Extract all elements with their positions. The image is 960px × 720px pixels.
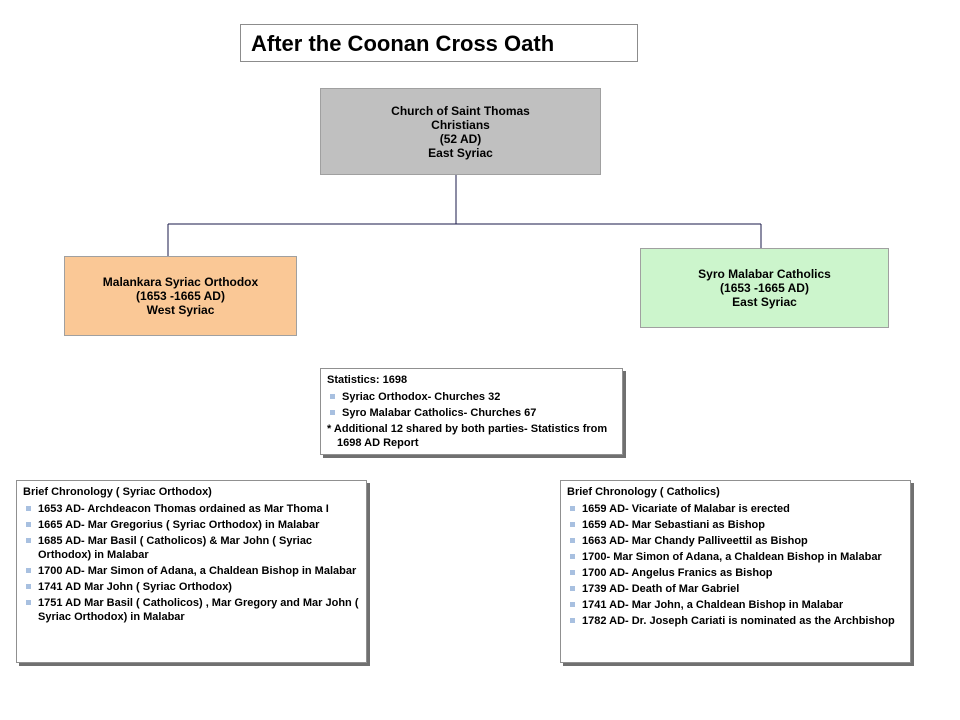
- node-syro-malabar-catholics: Syro Malabar Catholics (1653 -1665 AD) E…: [640, 248, 889, 328]
- chronology-catholics-panel: Brief Chronology ( Catholics) 1659 AD- V…: [560, 480, 911, 663]
- list-item: 1700- Mar Simon of Adana, a Chaldean Bis…: [567, 550, 904, 564]
- root-line: Church of Saint Thomas: [391, 103, 530, 118]
- left-node-line: Malankara Syriac Orthodox: [102, 275, 259, 289]
- list-item: 1739 AD- Death of Mar Gabriel: [567, 582, 904, 596]
- list-item: 1685 AD- Mar Basil ( Catholicos) & Mar J…: [23, 534, 360, 562]
- chronology-orthodox-panel: Brief Chronology ( Syriac Orthodox) 1653…: [16, 480, 367, 663]
- list-item: 1741 AD Mar John ( Syriac Orthodox): [23, 580, 360, 594]
- chronology-catholics-list: 1659 AD- Vicariate of Malabar is erected…: [567, 502, 904, 628]
- list-item: 1653 AD- Archdeacon Thomas ordained as M…: [23, 502, 360, 516]
- node-malankara-syriac-orthodox: Malankara Syriac Orthodox (1653 -1665 AD…: [64, 256, 297, 336]
- list-item: 1663 AD- Mar Chandy Palliveettil as Bish…: [567, 534, 904, 548]
- list-item: 1700 AD- Angelus Franics as Bishop: [567, 566, 904, 580]
- list-item: 1665 AD- Mar Gregorius ( Syriac Orthodox…: [23, 518, 360, 532]
- diagram-title: After the Coonan Cross Oath: [240, 24, 638, 62]
- left-node-line: West Syriac: [146, 303, 215, 317]
- root-line: Christians: [431, 117, 490, 132]
- left-node-line: (1653 -1665 AD): [136, 289, 225, 303]
- list-item: 1659 AD- Mar Sebastiani as Bishop: [567, 518, 904, 532]
- chronology-orthodox-heading: Brief Chronology ( Syriac Orthodox): [23, 486, 212, 498]
- list-item: Syro Malabar Catholics- Churches 67: [327, 406, 616, 420]
- list-item: 1751 AD Mar Basil ( Catholicos) , Mar Gr…: [23, 596, 360, 624]
- chronology-catholics-heading: Brief Chronology ( Catholics): [567, 486, 720, 498]
- list-item: 1741 AD- Mar John, a Chaldean Bishop in …: [567, 598, 904, 612]
- right-node-line: (1653 -1665 AD): [720, 281, 809, 295]
- statistics-list: Syriac Orthodox- Churches 32 Syro Malaba…: [327, 390, 616, 420]
- right-node-line: Syro Malabar Catholics: [698, 267, 831, 281]
- chronology-orthodox-list: 1653 AD- Archdeacon Thomas ordained as M…: [23, 502, 360, 624]
- root-line: East Syriac: [428, 145, 493, 160]
- statistics-note: * Additional 12 shared by both parties- …: [327, 423, 608, 449]
- root-node-saint-thomas-christians: Church of Saint Thomas Christians (52 AD…: [320, 88, 601, 175]
- list-item: 1700 AD- Mar Simon of Adana, a Chaldean …: [23, 564, 360, 578]
- list-item: Syriac Orthodox- Churches 32: [327, 390, 616, 404]
- statistics-heading: Statistics: 1698: [327, 374, 408, 386]
- list-item: 1659 AD- Vicariate of Malabar is erected: [567, 502, 904, 516]
- root-line: (52 AD): [439, 131, 482, 146]
- list-item: 1782 AD- Dr. Joseph Cariati is nominated…: [567, 614, 904, 628]
- right-node-line: East Syriac: [732, 295, 797, 309]
- statistics-panel: Statistics: 1698 Syriac Orthodox- Church…: [320, 368, 623, 455]
